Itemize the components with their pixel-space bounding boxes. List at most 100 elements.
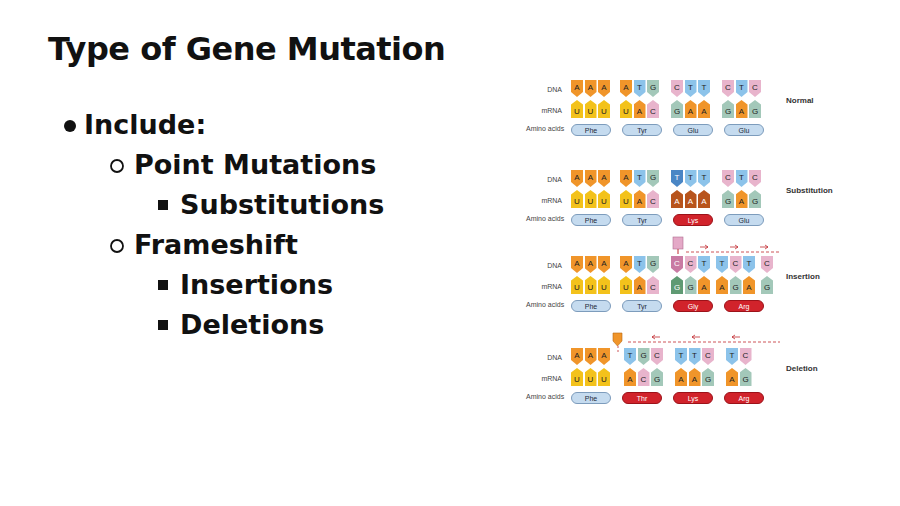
row-label: mRNA	[528, 283, 562, 290]
dna-base: A	[598, 80, 610, 97]
dna-base: T	[698, 256, 710, 273]
bullet-square	[158, 200, 168, 210]
mrna-base: A	[698, 100, 710, 118]
mrna-base: G	[740, 368, 752, 386]
panel-name: Normal	[786, 96, 814, 105]
dna-base: T	[634, 80, 646, 97]
dna-base: A	[620, 80, 632, 97]
mrna-base: G	[749, 100, 761, 118]
amino-acid-name: Glu	[688, 127, 699, 134]
row-label: DNA	[528, 354, 562, 361]
mrna-base: A	[743, 276, 755, 294]
mrna-base: A	[736, 190, 748, 208]
dna-base: A	[598, 170, 610, 187]
bullet-dot	[64, 120, 76, 132]
mrna-base: G	[761, 276, 773, 294]
slide-title: Type of Gene Mutation	[48, 30, 445, 68]
mrna-base: A	[634, 100, 646, 118]
bullet-text: Point Mutations	[134, 149, 376, 180]
amino-acid-name: Tyr	[637, 217, 647, 224]
bullet-text: Deletions	[180, 309, 324, 340]
dna-base: A	[585, 170, 597, 187]
dna-base: C	[749, 170, 761, 187]
mrna-base: G	[730, 276, 742, 294]
dna-base: T	[624, 348, 636, 365]
mrna-base: U	[585, 368, 597, 386]
mrna-base: U	[598, 100, 610, 118]
amino-acid-pill: Thr	[622, 392, 662, 404]
dna-base: A	[571, 256, 583, 273]
amino-acid-pill: Lys	[673, 392, 713, 404]
dna-base: T	[698, 170, 710, 187]
mrna-base: U	[571, 276, 583, 294]
mrna-base: A	[624, 368, 636, 386]
mrna-base: A	[671, 190, 683, 208]
dna-base: T	[736, 170, 748, 187]
amino-acid-pill: Arg	[724, 300, 764, 312]
dna-base: T	[698, 80, 710, 97]
dna-base: T	[634, 256, 646, 273]
mrna-base: U	[620, 276, 632, 294]
bullet-circle	[111, 160, 123, 172]
amino-acid-pill: Glu	[724, 124, 764, 136]
dna-base: T	[743, 256, 755, 273]
amino-acid-pill: Phe	[571, 214, 611, 226]
amino-acid-name: Lys	[688, 217, 699, 224]
amino-acid-name: Phe	[585, 395, 597, 402]
dna-base: C	[671, 80, 683, 97]
mrna-base: C	[638, 368, 650, 386]
dna-base: C	[671, 256, 683, 273]
amino-acid-name: Arg	[739, 395, 750, 402]
dna-base: T	[634, 170, 646, 187]
amino-acid-name: Thr	[637, 395, 648, 402]
bullet-square	[158, 280, 168, 290]
dna-base: C	[730, 256, 742, 273]
dna-base: T	[671, 170, 683, 187]
mrna-base: U	[571, 368, 583, 386]
row-label: DNA	[528, 86, 562, 93]
row-label: mRNA	[528, 197, 562, 204]
dna-base: C	[702, 348, 714, 365]
mrna-base: A	[726, 368, 738, 386]
row-label: DNA	[528, 176, 562, 183]
bullet-circle	[111, 240, 123, 252]
mrna-base: U	[598, 276, 610, 294]
amino-acid-pill: Phe	[571, 392, 611, 404]
mrna-base: G	[685, 276, 697, 294]
amino-acid-name: Phe	[585, 127, 597, 134]
mrna-base: C	[647, 190, 659, 208]
row-label: Amino acids	[526, 393, 562, 400]
insertion-marker	[673, 237, 780, 254]
dna-base: C	[740, 348, 752, 365]
dna-base: A	[620, 256, 632, 273]
amino-acid-name: Gly	[688, 303, 699, 310]
amino-acid-name: Arg	[739, 303, 750, 310]
bullet-text: Substitutions	[180, 189, 384, 220]
mrna-base: U	[585, 276, 597, 294]
mrna-base: A	[685, 100, 697, 118]
bullet-square	[158, 320, 168, 330]
row-label: mRNA	[528, 107, 562, 114]
panel-name: Insertion	[786, 272, 820, 281]
mrna-base: G	[749, 190, 761, 208]
amino-acid-name: Lys	[688, 395, 699, 402]
mrna-base: U	[620, 190, 632, 208]
amino-acid-pill: Tyr	[622, 124, 662, 136]
mrna-base: G	[722, 100, 734, 118]
row-label: Amino acids	[526, 215, 562, 222]
dna-base: A	[585, 348, 597, 365]
mrna-base: A	[736, 100, 748, 118]
panel-name: Deletion	[786, 364, 818, 373]
mrna-base: G	[722, 190, 734, 208]
bullet-text: Insertions	[180, 269, 333, 300]
dna-base: T	[675, 348, 687, 365]
dna-base: A	[598, 348, 610, 365]
mrna-base: C	[647, 276, 659, 294]
dna-base: T	[736, 80, 748, 97]
amino-acid-pill: Arg	[724, 392, 764, 404]
dna-base: C	[651, 348, 663, 365]
row-label: Amino acids	[526, 125, 562, 132]
mrna-base: A	[675, 368, 687, 386]
row-label: DNA	[528, 262, 562, 269]
